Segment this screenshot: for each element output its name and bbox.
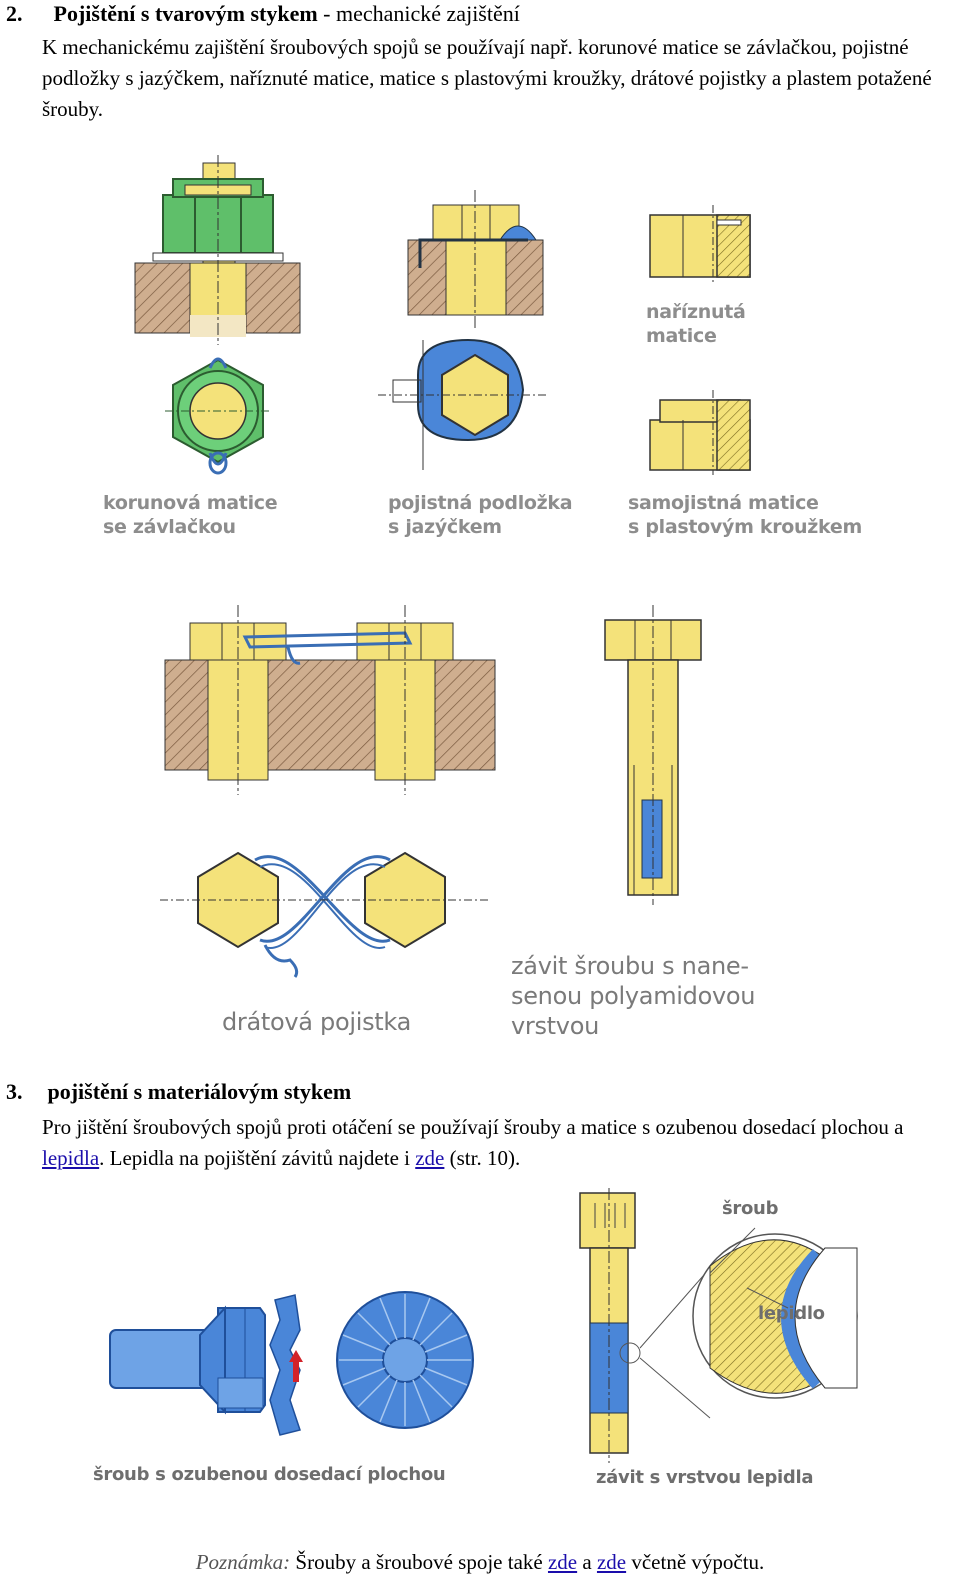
here-link[interactable]: zde <box>415 1146 445 1170</box>
note-link-1[interactable]: zde <box>547 1550 578 1574</box>
section-3-heading: 3. pojištění s materiálovým stykem <box>6 1078 351 1106</box>
section-subtitle: - mechanické zajištění <box>317 1 520 26</box>
note-label: Poznámka: <box>195 1550 291 1574</box>
note-link-2[interactable]: zde <box>596 1550 627 1574</box>
section-title: pojištění s materiálovým stykem <box>47 1079 352 1104</box>
self-locking-nut-caption: samojistná matice s plastovým kroužkem <box>628 492 862 538</box>
footnote: Poznámka: Šrouby a šroubové spoje také z… <box>195 1550 765 1574</box>
adhesive-thread-figure <box>579 1188 858 1463</box>
serrated-bolt-caption: šroub s ozubenou dosedací plochou <box>93 1464 446 1485</box>
adhesive-label: lepidlo <box>758 1303 825 1324</box>
wire-lock-caption: drátová pojistka <box>222 1008 411 1036</box>
tab-washer-caption: pojistná podložka s jazýčkem <box>388 492 573 538</box>
section-3-paragraph: Pro jištění šroubových spojů proti otáče… <box>42 1115 904 1170</box>
polyamide-bolt-figure <box>604 605 702 905</box>
slotted-nut-figure <box>649 205 751 285</box>
self-locking-nut-figure <box>649 390 751 475</box>
tab-washer-figure <box>378 190 548 470</box>
polyamide-bolt-caption: závit šroubu s nane- senou polyamidovou … <box>511 952 756 1040</box>
section-2-heading: 2. Pojištění s tvarovým stykem - mechani… <box>6 0 520 28</box>
adhesive-link[interactable]: lepidla <box>42 1146 100 1170</box>
crown-nut-figure <box>134 155 301 475</box>
bolt-label: šroub <box>722 1198 779 1219</box>
crown-nut-caption: korunová matice se závlačkou <box>103 492 278 538</box>
serrated-bolt-figure <box>109 1291 474 1436</box>
section-number: 2. <box>6 1 23 26</box>
slotted-nut-caption: naříznutá matice <box>646 301 746 347</box>
section-title: Pojištění s tvarovým stykem <box>53 1 318 26</box>
section-2-paragraph: K mechanickému zajištění šroubových spoj… <box>42 35 932 121</box>
adhesive-thread-caption: závit s vrstvou lepidla <box>596 1467 814 1488</box>
section-number: 3. <box>6 1079 23 1104</box>
wire-lock-figure <box>160 605 496 978</box>
